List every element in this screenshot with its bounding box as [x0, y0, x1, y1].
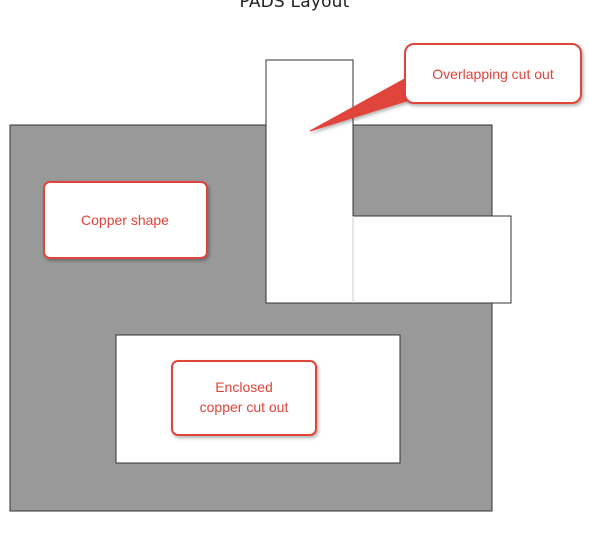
callout-copper-shape: Copper shape — [43, 181, 208, 259]
callout-overlapping-label: Overlapping cut out — [432, 66, 554, 82]
callout-copper-shape-label: Copper shape — [81, 212, 169, 228]
callout-enclosed-label-line2: copper cut out — [200, 399, 289, 415]
diagram-title: PADS Layout — [239, 0, 350, 12]
callout-enclosed-cutout: Enclosed copper cut out — [171, 360, 317, 436]
overlapping-cutout — [265, 59, 512, 304]
callout-overlapping-cutout: Overlapping cut out — [309, 43, 582, 132]
callout-enclosed-label-line1: Enclosed — [215, 379, 273, 395]
